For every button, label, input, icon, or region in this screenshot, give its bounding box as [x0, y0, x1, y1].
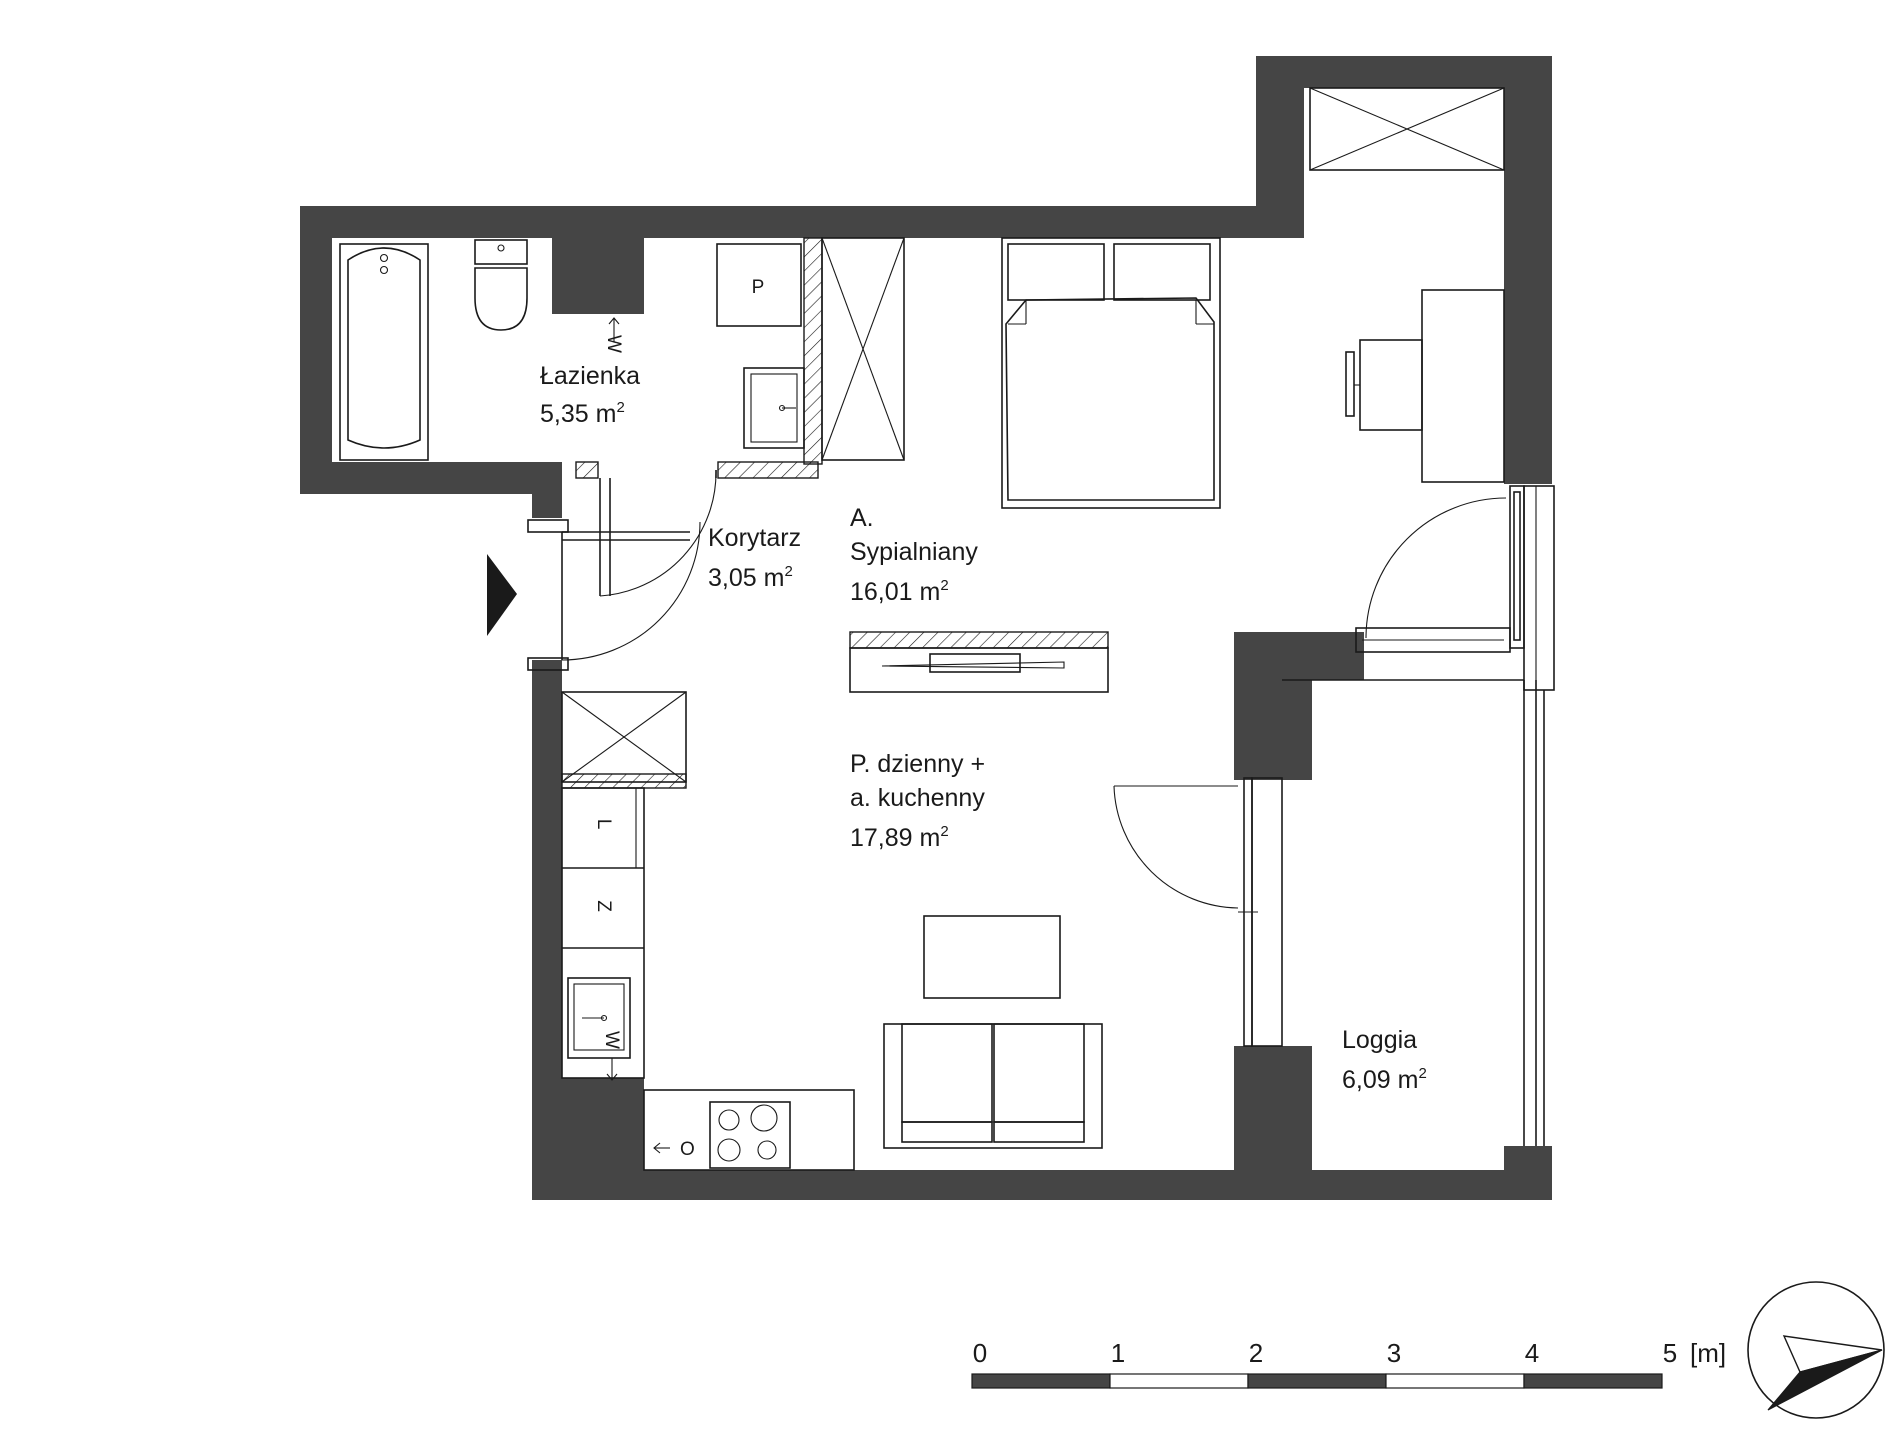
bathroom-area: 5,35 m2: [540, 399, 625, 428]
water-meter-kitchen: W: [601, 1031, 622, 1081]
kitchen-cabinet-top: [561, 691, 687, 789]
sleeping-line1: A.: [850, 504, 874, 532]
walls: [300, 56, 1552, 1200]
scale-unit: [m]: [1690, 1338, 1726, 1368]
label-sleeping: A. Sypialniany 16,01 m2: [850, 504, 978, 606]
wardrobe-top: [821, 237, 905, 461]
desk: [1345, 289, 1505, 483]
entrance-arrow-icon: [487, 554, 517, 636]
kitchen-sink: [567, 977, 631, 1059]
corridor-area: 3,05 m2: [708, 563, 793, 592]
bathroom-partition: [803, 237, 823, 465]
label-bathroom: Łazienka 5,35 m2: [540, 362, 640, 428]
loggia-door: [1113, 777, 1283, 1047]
living-line1: P. dzienny +: [850, 750, 985, 778]
oven-label: O: [680, 1139, 695, 1160]
toilet: [474, 239, 528, 331]
scale-tick-3: 3: [1387, 1338, 1401, 1368]
sleeping-area: 16,01 m2: [850, 577, 949, 606]
water-meter-bath: W: [603, 317, 624, 353]
loggia-railing: [1282, 679, 1545, 1146]
loggia-area: 6,09 m2: [1342, 1065, 1427, 1094]
fridge-label: L: [593, 819, 614, 830]
living-line2: a. kuchenny: [850, 784, 985, 812]
label-living: P. dzienny + a. kuchenny 17,89 m2: [850, 750, 985, 852]
sofa: [883, 1023, 1103, 1149]
bathroom-partition-bottom: [717, 461, 819, 479]
kitchen-counter: L Z: [561, 787, 645, 1079]
freezer-label: Z: [593, 900, 614, 912]
water-bath-label: W: [603, 335, 624, 353]
bed: [1001, 237, 1221, 509]
living-area: 17,89 m2: [850, 823, 949, 852]
entry-door: [527, 469, 717, 671]
label-loggia: Loggia 6,09 m2: [1342, 1026, 1427, 1094]
scale-tick-4: 4: [1525, 1338, 1539, 1368]
label-corridor: Korytarz 3,05 m2: [708, 524, 801, 592]
bathroom-name: Łazienka: [540, 362, 640, 390]
scale-tick-0: 0: [973, 1338, 987, 1368]
sleeping-line2: Sypialniany: [850, 538, 978, 566]
boiler-box: P: [716, 243, 802, 327]
balcony-door-bedroom: [1355, 485, 1555, 691]
scale-bar: 0 1 2 3 4 5 [m]: [971, 1338, 1726, 1389]
coffee-table: [923, 915, 1061, 999]
corridor-name: Korytarz: [708, 524, 801, 552]
kitchen-counter-bottom: O: [643, 1089, 855, 1171]
wardrobe-bedroom: [1309, 87, 1505, 171]
washbasin: [743, 367, 805, 449]
water-kitchen-label: W: [601, 1031, 622, 1049]
tv-unit: [849, 631, 1109, 693]
boiler-label: P: [752, 277, 765, 298]
scale-tick-2: 2: [1249, 1338, 1263, 1368]
compass-icon: [1747, 1281, 1885, 1419]
bathtub: [339, 243, 429, 461]
bathroom-partition-left: [575, 461, 599, 479]
loggia-name: Loggia: [1342, 1026, 1417, 1054]
scale-tick-1: 1: [1111, 1338, 1125, 1368]
scale-tick-5: 5: [1663, 1338, 1677, 1368]
